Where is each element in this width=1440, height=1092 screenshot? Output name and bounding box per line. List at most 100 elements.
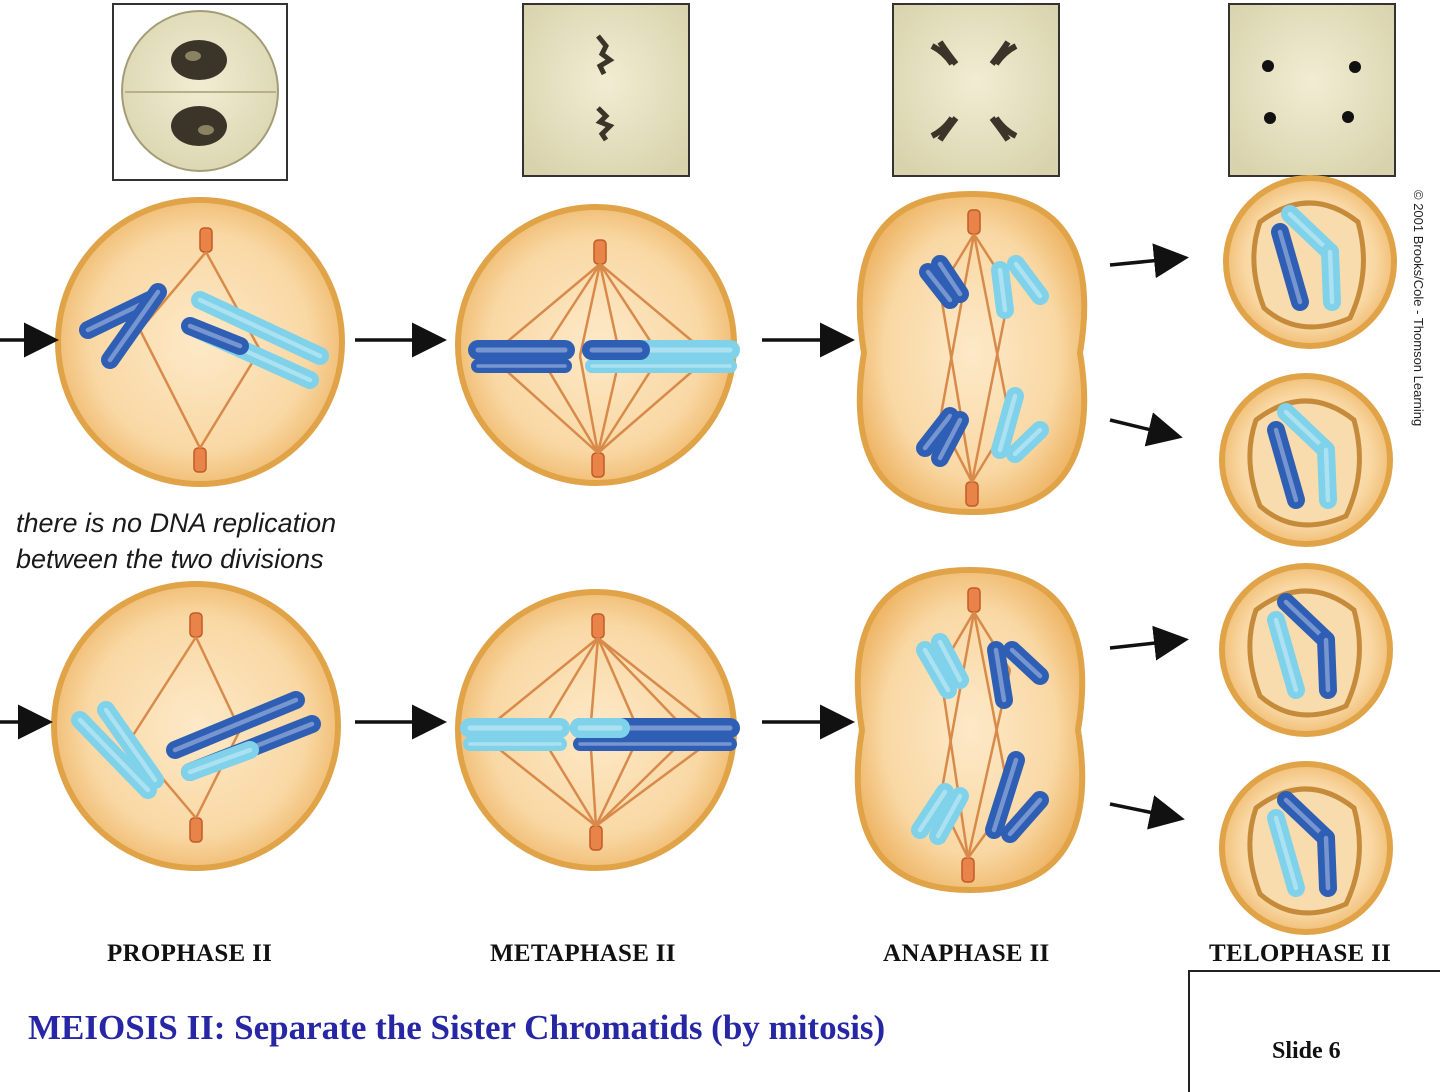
label-prophase-ii: PROPHASE II (107, 940, 273, 967)
micrograph-anaphase (892, 3, 1060, 177)
page-title: MEIOSIS II: Separate the Sister Chromati… (28, 1008, 886, 1047)
centriole (189, 817, 203, 843)
chromatid (931, 633, 969, 689)
chromatid-highlight (1007, 797, 1043, 837)
chromatid (191, 291, 329, 365)
chromatid-highlight (1287, 211, 1333, 255)
chromatid (1317, 631, 1337, 699)
chromatid (931, 255, 969, 303)
chromatid-highlight (937, 261, 963, 297)
spindle-fiber (128, 636, 198, 741)
chromatid (1317, 829, 1337, 897)
chromatid-highlight (1283, 599, 1329, 643)
chromatid (1271, 223, 1309, 311)
chromatid-highlight (1323, 835, 1331, 891)
chromatid (1003, 641, 1049, 685)
chromatid-highlight (172, 697, 299, 753)
cell-prophase-top (55, 197, 345, 487)
chromatid-highlight (187, 323, 243, 349)
cell-telophase-4 (1219, 761, 1393, 935)
chromatid (1281, 205, 1339, 261)
chromatid-highlight (937, 639, 963, 683)
centriole (193, 447, 207, 473)
chromatid (919, 263, 959, 309)
chromatid (101, 283, 167, 369)
chromatid (916, 407, 959, 457)
chromatid-highlight (1277, 229, 1303, 305)
cell-metaphase-bottom (455, 589, 740, 871)
chromatid (97, 701, 164, 789)
slide-number: Slide 6 (1272, 1038, 1341, 1064)
spindle-fiber (138, 329, 202, 449)
chromatid-highlight (103, 707, 158, 783)
spindle-fiber (194, 636, 242, 731)
micrograph-prophase (112, 3, 288, 181)
chromatid (1277, 403, 1335, 459)
chromatid-highlight (1273, 617, 1299, 693)
spindle-fiber (578, 355, 600, 454)
chromatid-highlight (1323, 447, 1331, 503)
chromatid (991, 387, 1024, 459)
cell-anaphase-top (856, 190, 1088, 516)
chromatid (1277, 791, 1335, 847)
chromatid-highlight (997, 393, 1018, 453)
note-line-2: between the two divisions (16, 544, 324, 574)
chromatid (1267, 809, 1305, 897)
spindle-fiber (578, 263, 602, 357)
spindle-fiber (194, 729, 242, 819)
chromatid (1001, 791, 1049, 843)
chromatid (1317, 441, 1337, 509)
cell-anaphase-bottom (854, 566, 1086, 894)
slide-box (1188, 970, 1440, 1092)
centriole (199, 227, 213, 253)
chromatid-highlight (107, 289, 161, 363)
chromatid-highlight (1283, 409, 1329, 453)
spindle-fiber (972, 233, 1012, 421)
label-telophase-ii: TELOPHASE II (1209, 940, 1392, 967)
centriole (189, 612, 203, 638)
chromatid-highlight (187, 747, 253, 775)
spindle-fiber (970, 289, 1012, 483)
note-text: there is no DNA replication between the … (16, 505, 336, 577)
centriole (591, 613, 605, 639)
spindle-fiber (938, 611, 976, 801)
chromatid-highlight (922, 647, 951, 693)
chromatid (1321, 243, 1341, 311)
chromatid-highlight (991, 757, 1019, 833)
chromatid-highlight (917, 789, 948, 833)
centriole (591, 452, 605, 478)
chromatid-highlight (1012, 427, 1043, 457)
chromatid (1006, 421, 1049, 463)
cell-layer (51, 175, 1397, 935)
cell-telophase-3 (1219, 563, 1393, 737)
cell-telophase-2 (1219, 373, 1393, 547)
arrow-layer (0, 243, 1189, 830)
copyright-notice: © 2001 Brooks/Cole - Thomson Learning (1411, 190, 1426, 427)
spindle-fiber (198, 349, 262, 449)
arrow (1109, 243, 1189, 279)
chromatid-highlight (993, 647, 1007, 703)
chromatid (1267, 421, 1305, 509)
chromatid-highlight (197, 297, 323, 359)
micrograph-metaphase (522, 3, 690, 177)
cell-membrane (51, 581, 341, 871)
spindle-fiber (938, 669, 970, 859)
centriole (967, 209, 981, 235)
arrow (1109, 412, 1183, 447)
chromatid (985, 751, 1025, 839)
micrograph-telophase (1228, 3, 1396, 177)
label-metaphase-ii: METAPHASE II (490, 940, 676, 967)
chromatid (987, 641, 1013, 709)
cell-metaphase-top (455, 204, 740, 486)
chromatid-highlight (1009, 647, 1043, 679)
chromatid-highlight (922, 413, 953, 451)
chromatid (1277, 593, 1335, 649)
chromatid (931, 411, 969, 467)
chromatid (991, 261, 1014, 319)
chromatid-highlight (997, 267, 1008, 313)
cell-telophase-1 (1223, 175, 1397, 349)
chromatid-highlight (1283, 797, 1329, 841)
spindle-fiber (938, 289, 974, 483)
